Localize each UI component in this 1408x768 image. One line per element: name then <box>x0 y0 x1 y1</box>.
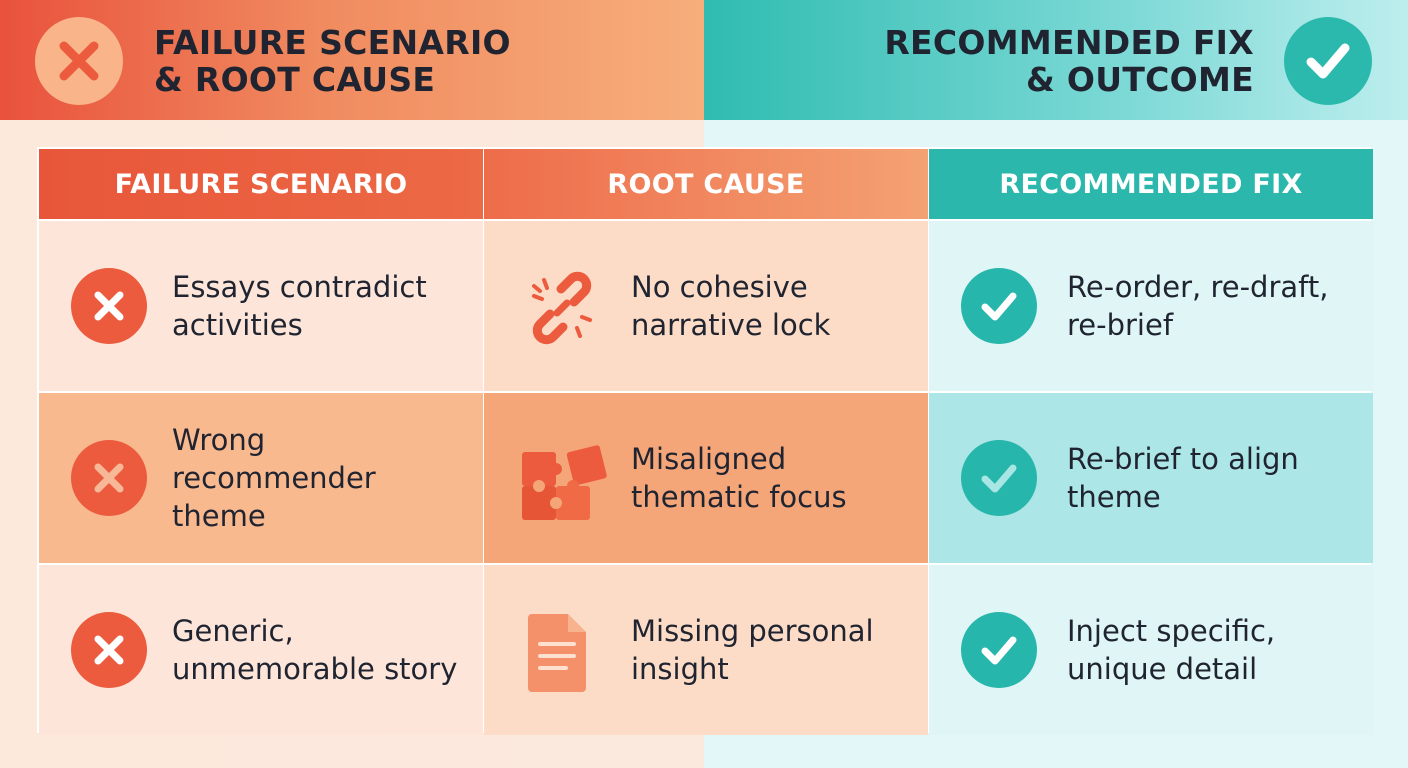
cause-text: Misaligned thematic focus <box>631 442 847 514</box>
comparison-table: FAILURE SCENARIO ROOT CAUSE RECOMMENDED … <box>37 147 1373 735</box>
broken-link-icon <box>520 266 604 354</box>
cause-text: Missing personal insight <box>631 614 874 686</box>
puzzle-icon <box>520 438 610 532</box>
table-row-1-fix: Re-order, re-draft, re-brief <box>929 221 1373 391</box>
x-circle-icon <box>71 268 147 344</box>
header-left-title-line2: & ROOT CAUSE <box>154 60 436 99</box>
check-circle-icon <box>961 612 1037 688</box>
fix-text: Re-order, re-draft, re-brief <box>1067 270 1329 342</box>
table-row-1-scenario: Essays contradict activities <box>39 221 483 391</box>
check-circle-icon <box>961 440 1037 516</box>
header-right-title-line2: & OUTCOME <box>1026 60 1254 99</box>
scenario-text: Essays contradict activities <box>172 270 427 342</box>
table-row-2-scenario: Wrong recommender theme <box>39 393 483 563</box>
column-header-failure-scenario: FAILURE SCENARIO <box>39 149 483 219</box>
table-row-3-fix: Inject specific, unique detail <box>929 565 1373 735</box>
x-circle-icon <box>71 440 147 516</box>
table-row-1-cause: No cohesive narrative lock <box>484 221 928 391</box>
header-left-title-line1: FAILURE SCENARIO <box>154 23 511 62</box>
document-icon <box>520 610 596 698</box>
fix-text: Re-brief to align theme <box>1067 442 1299 514</box>
scenario-text: Generic, unmemorable story <box>172 614 458 686</box>
table-row-2-cause: Misaligned thematic focus <box>484 393 928 563</box>
column-header-root-cause: ROOT CAUSE <box>484 149 928 219</box>
header-right-title-line1: RECOMMENDED FIX <box>884 23 1254 62</box>
cause-text: No cohesive narrative lock <box>631 270 831 342</box>
fix-text: Inject specific, unique detail <box>1067 614 1276 686</box>
table-row-3-cause: Missing personal insight <box>484 565 928 735</box>
check-circle-icon <box>961 268 1037 344</box>
check-circle-icon <box>1284 17 1372 105</box>
scenario-text: Wrong recommender theme <box>172 423 376 533</box>
x-circle-icon <box>35 17 123 105</box>
x-circle-icon <box>71 612 147 688</box>
header-left-title: FAILURE SCENARIO & ROOT CAUSE <box>154 24 511 98</box>
header-right-title: RECOMMENDED FIX & OUTCOME <box>884 24 1254 98</box>
table-row-3-scenario: Generic, unmemorable story <box>39 565 483 735</box>
table-row-2-fix: Re-brief to align theme <box>929 393 1373 563</box>
column-header-recommended-fix: RECOMMENDED FIX <box>929 149 1373 219</box>
